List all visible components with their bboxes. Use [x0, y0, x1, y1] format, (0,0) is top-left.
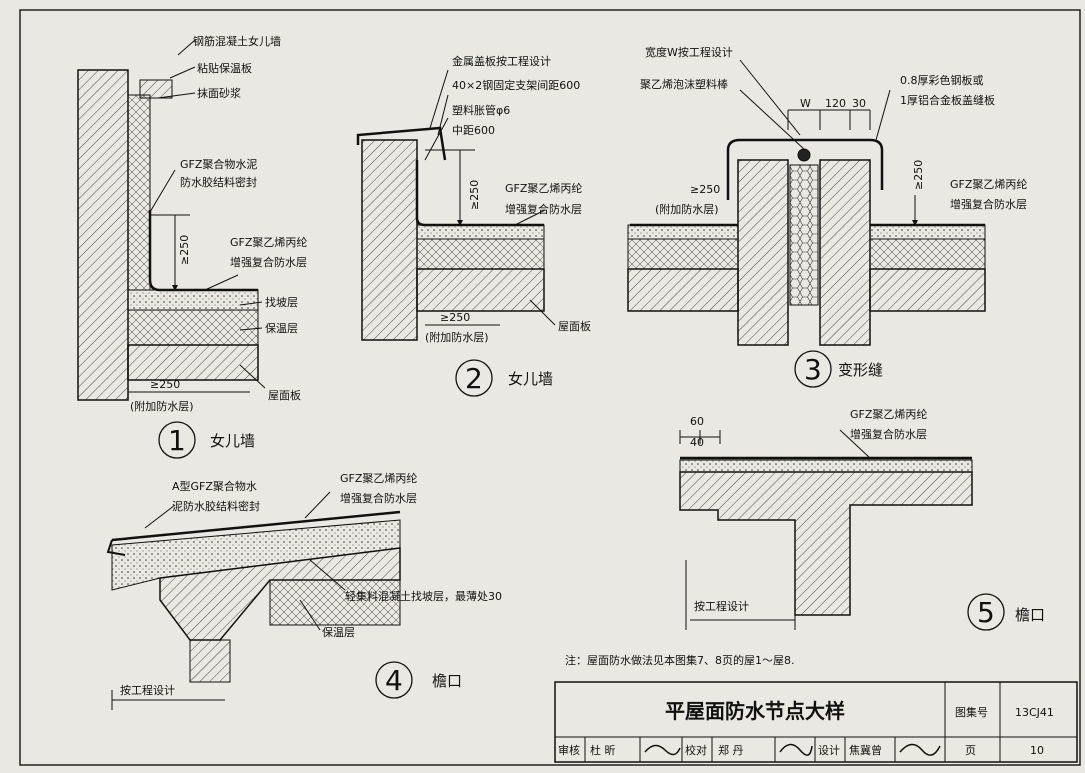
review-label: 审核 — [558, 743, 580, 757]
d5-membrane-label-1: GFZ聚乙烯丙纶 — [850, 407, 927, 421]
d2-height-label: ≥250 — [468, 180, 481, 210]
d1-caption: 女儿墙 — [210, 432, 255, 450]
d4-sealant-label-2: 泥防水胶结料密封 — [172, 499, 260, 513]
d5-membrane-label-2: 增强复合防水层 — [850, 427, 927, 441]
detail-1-parapet — [77, 39, 266, 401]
d2-bracket-label: 40×2钢固定支架间距600 — [452, 78, 580, 92]
detail-5-eaves — [679, 429, 973, 630]
review-signature — [644, 744, 681, 756]
d5-number-circle — [967, 593, 1005, 631]
d2-number: 2 — [465, 362, 483, 395]
d5-dim-60: 60 — [690, 415, 704, 428]
d5-number: 5 — [977, 596, 995, 629]
d4-membrane-label-2: 增强复合防水层 — [340, 491, 417, 505]
d4-number-circle — [375, 661, 413, 699]
d4-number: 4 — [385, 664, 403, 697]
d5-by-design-label: 按工程设计 — [694, 599, 749, 613]
d3-number-circle — [794, 350, 832, 388]
d2-slab-label: 屋面板 — [558, 319, 591, 333]
d1-height-label: ≥250 — [178, 235, 191, 265]
design-signature — [899, 743, 941, 756]
d2-number-circle — [455, 359, 493, 397]
d4-membrane-label-1: GFZ聚乙烯丙纶 — [340, 471, 417, 485]
d5-dim-40: 40 — [690, 436, 704, 449]
d3-height-right-label: ≥250 — [912, 160, 925, 190]
d2-caption: 女儿墙 — [508, 370, 553, 388]
review-name: 杜 昕 — [590, 743, 616, 757]
d3-membrane-label-1: GFZ聚乙烯丙纶 — [950, 177, 1027, 191]
d4-by-design-label: 按工程设计 — [120, 683, 175, 697]
d3-dim-30: 30 — [852, 97, 866, 110]
d1-slab-label: 屋面板 — [268, 388, 301, 402]
d1-membrane-label-1: GFZ聚乙烯丙纶 — [230, 235, 307, 249]
d1-slope-label: 找坡层 — [265, 295, 298, 309]
d2-cap-label: 金属盖板按工程设计 — [452, 54, 551, 68]
page-label: 页 — [965, 744, 976, 757]
d1-insulation-board-label: 粘贴保温板 — [197, 61, 252, 75]
atlas-number: 13CJ41 — [1015, 706, 1054, 719]
d2-expansion-label-2: 中距600 — [452, 124, 495, 137]
sheet-title: 平屋面防水节点大样 — [665, 699, 845, 723]
d2-width-label: ≥250 — [440, 311, 470, 324]
d3-dim-w: W — [800, 97, 811, 110]
check-signature — [779, 743, 813, 756]
design-name: 焦冀曾 — [849, 743, 882, 757]
atlas-label: 图集号 — [955, 705, 988, 719]
check-name: 郑 丹 — [718, 743, 744, 757]
d3-dim-120: 120 — [825, 97, 846, 110]
page-number: 10 — [1030, 744, 1044, 757]
d2-additional-label: (附加防水层) — [425, 330, 489, 344]
design-label: 设计 — [818, 744, 840, 757]
d4-insulation-label: 保温层 — [322, 625, 355, 639]
d3-number: 3 — [804, 353, 822, 386]
d3-foam-rod-label: 聚乙烯泡沫塑料棒 — [640, 77, 728, 91]
d3-cover-label-2: 1厚铝合金板盖缝板 — [900, 93, 995, 107]
d4-sealant-label-1: A型GFZ聚合物水 — [172, 479, 257, 493]
d2-membrane-label-2: 增强复合防水层 — [505, 202, 582, 216]
sheet-border — [19, 9, 1081, 766]
d3-caption: 变形缝 — [838, 361, 883, 379]
detail-2-parapet — [356, 69, 556, 341]
detail-4-eaves — [106, 491, 401, 710]
d1-membrane-label-2: 增强复合防水层 — [230, 255, 307, 269]
d3-width-design-label: 宽度W按工程设计 — [645, 45, 733, 59]
d1-additional-label: (附加防水层) — [130, 399, 194, 413]
d1-sealant-label-1: GFZ聚合物水泥 — [180, 157, 257, 171]
d1-sealant-label-2: 防水胶结料密封 — [180, 175, 257, 189]
d1-insulation-label: 保温层 — [265, 321, 298, 335]
d1-width-label: ≥250 — [150, 378, 180, 391]
d3-additional-label: (附加防水层) — [655, 202, 719, 216]
detail-3-expansion-joint — [627, 59, 986, 346]
d1-wall-label: 钢筋混凝土女儿墙 — [193, 34, 281, 48]
d3-cover-label-1: 0.8厚彩色钢板或 — [900, 73, 984, 87]
d1-number: 1 — [168, 424, 186, 457]
d1-number-circle — [158, 421, 196, 459]
check-label: 校对 — [685, 743, 707, 757]
d4-caption: 檐口 — [432, 672, 462, 690]
d2-membrane-label-1: GFZ聚乙烯丙纶 — [505, 181, 582, 195]
d3-height-left-label: ≥250 — [690, 183, 720, 196]
sheet-note: 注：屋面防水做法见本图集7、8页的屋1～屋8. — [565, 653, 795, 667]
d4-slope-label: 轻集料混凝土找坡层，最薄处30 — [345, 589, 502, 603]
d2-expansion-label-1: 塑料胀管φ6 — [452, 103, 510, 117]
d1-plaster-label: 抹面砂浆 — [197, 86, 241, 100]
title-block — [554, 681, 1078, 763]
d5-caption: 檐口 — [1015, 606, 1045, 624]
d3-membrane-label-2: 增强复合防水层 — [950, 197, 1027, 211]
